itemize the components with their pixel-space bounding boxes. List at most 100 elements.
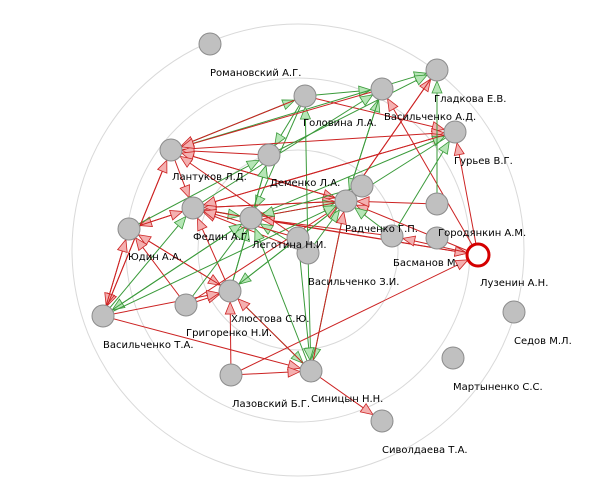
arrowhead-demenko-gladkova: [413, 74, 429, 86]
node-unlabeled_1[interactable]: [350, 174, 374, 198]
node-label-fedin: Федин А.Г.: [193, 232, 250, 243]
arrowhead-yudin-demenko: [245, 159, 261, 171]
arrowhead-golovina-vasilchenko_ad: [358, 85, 373, 97]
arrowhead-khlyostova-fedin: [197, 217, 208, 232]
node-grigorenko[interactable]: [174, 293, 198, 317]
node-yudin[interactable]: [117, 217, 141, 241]
node-legotina[interactable]: [239, 206, 263, 230]
arrowhead-grigorenko-yudin: [134, 236, 148, 252]
node-sinitsyn[interactable]: [299, 359, 323, 383]
ring-3: [197, 149, 399, 351]
edge-radchenko-legotina: [261, 200, 347, 217]
node-khlyostova[interactable]: [218, 279, 242, 303]
edge-sinitsyn-sivoldaeva: [310, 370, 374, 416]
node-label-vasilchenko_ad: Васильченко А.Д.: [384, 112, 476, 123]
edge-golovina-lantukov: [181, 95, 306, 147]
node-label-grigorenko: Григоренко Н.И.: [186, 328, 272, 339]
arrowhead-unlabeled_3-fedin: [202, 209, 218, 220]
arrowhead-golovina-demenko: [274, 132, 286, 147]
node-luzenin[interactable]: [425, 226, 449, 250]
arrowhead-lazovsky-gorodyankin: [454, 259, 470, 271]
edge-grigorenko-yudin: [135, 237, 187, 306]
node-label-romanovsky: Романовский А.Г.: [210, 68, 301, 79]
node-unlabeled_2[interactable]: [425, 192, 449, 216]
edge-lazovsky-gorodyankin: [230, 259, 469, 376]
node-label-basmanov: Басманов М.: [393, 258, 459, 269]
node-label-gladkova: Гладкова Е.В.: [434, 94, 506, 105]
edge-khlyostova-yudin: [138, 234, 231, 292]
edge-fedin-vasilchenko_ad: [192, 94, 373, 209]
node-unlabeled_3[interactable]: [286, 226, 310, 250]
node-golovina[interactable]: [293, 84, 317, 108]
arrowhead-grigorenko-legotina: [232, 225, 246, 241]
node-label-radchenko: Радченко Г.П.: [345, 224, 418, 235]
arrowhead-guryev-fedin: [202, 196, 218, 207]
node-gorodyankin[interactable]: [465, 242, 491, 268]
node-vasilchenko_ad[interactable]: [370, 77, 394, 101]
arrowhead-gorodyankin-vasilchenko_ad: [386, 97, 399, 113]
edge-khlyostova-fedin: [197, 217, 231, 292]
node-label-luzenin: Лузенин А.Н.: [480, 278, 548, 289]
ring-1: [71, 23, 525, 477]
edge-vasilchenko_ta-fedin: [102, 216, 187, 317]
edge-sinitsyn-legotina: [254, 228, 312, 372]
node-label-demenko: Деменко Л.А.: [270, 178, 340, 189]
node-martynenko[interactable]: [441, 346, 465, 370]
node-lazovsky[interactable]: [219, 363, 243, 387]
edge-sinitsyn-khlyostova: [237, 298, 312, 372]
arrowhead-sinitsyn-khlyostova: [237, 297, 251, 312]
edge-gorodyankin-radchenko: [355, 204, 479, 256]
node-demenko[interactable]: [257, 143, 281, 167]
node-label-lazovsky: Лазовский Б.Г.: [232, 399, 310, 410]
edge-vasilchenko_zi-sinitsyn: [307, 252, 312, 361]
node-label-lantukov: Лантуков Л.Д.: [172, 172, 247, 183]
edge-vasilchenko_ta-khlyostova: [102, 292, 220, 317]
node-label-vasilchenko_ta: Васильченко Т.А.: [103, 340, 194, 351]
edge-radchenko-fedin: [203, 200, 347, 208]
edge-gladkova-radchenko: [351, 69, 438, 193]
edge-yudin-demenko: [128, 159, 260, 230]
edge-vasilchenko_ad-radchenko: [348, 88, 383, 191]
edge-unlabeled_2-radchenko: [356, 200, 438, 205]
edge-vasilchenko_ta-yudin: [102, 239, 127, 317]
arrowhead-vasilchenko_zi-golovina: [299, 105, 312, 120]
edge-vasilchenko_ad-lantukov: [181, 88, 383, 148]
arrowhead-basmanov-guryev: [438, 140, 450, 155]
arrowhead-khlyostova-demenko: [257, 164, 268, 180]
arrowhead-fedin-vasilchenko_ad: [359, 94, 374, 107]
node-label-legotina: Леготина Н.И.: [252, 240, 327, 251]
arrowhead-lantukov-fedin: [179, 184, 190, 199]
node-sedov[interactable]: [502, 300, 526, 324]
nodes-layer[interactable]: [91, 32, 526, 433]
arrowhead-unlabeled_2-radchenko: [355, 196, 370, 208]
node-fedin[interactable]: [181, 196, 205, 220]
node-gladkova[interactable]: [425, 58, 449, 82]
node-radchenko[interactable]: [334, 189, 358, 213]
arrowhead-unlabeled_3-sinitsyn: [303, 347, 315, 362]
edge-sinitsyn-radchenko: [310, 211, 345, 372]
edge-gorodyankin-guryev: [456, 142, 479, 256]
node-guryev[interactable]: [443, 120, 467, 144]
arrowhead-vasilchenko_ta-lantukov: [156, 159, 168, 174]
edge-khlyostova-radchenko: [229, 207, 338, 292]
node-sivoldaeva[interactable]: [370, 409, 394, 433]
node-basmanov[interactable]: [380, 224, 404, 248]
node-label-sedov: Седов М.Л.: [514, 336, 572, 347]
edge-demenko-gladkova: [268, 74, 428, 156]
node-vasilchenko_ta[interactable]: [91, 304, 115, 328]
node-label-sivoldaeva: Сиволдаева Т.А.: [382, 445, 468, 456]
node-label-gorodyankin: Городянкин А.М.: [438, 228, 526, 239]
edge-guryev-fedin: [203, 131, 456, 206]
node-romanovsky[interactable]: [198, 32, 222, 56]
edge-vasilchenko_ta-sinitsyn: [102, 315, 301, 369]
node-lantukov[interactable]: [159, 138, 183, 162]
arrowhead-gorodyankin-guryev: [453, 141, 465, 157]
arrowhead-vasilchenko_ad-lantukov: [180, 138, 196, 149]
edge-golovina-legotina: [254, 95, 306, 209]
edge-lantukov-guryev: [170, 132, 445, 151]
arrowhead-unlabeled_2-gladkova: [431, 79, 443, 94]
node-label-martynenko: Мартыненко С.С.: [453, 382, 543, 393]
arrowhead-vasilchenko_ta-fedin: [173, 215, 187, 230]
edge-grigorenko-legotina: [185, 226, 245, 306]
